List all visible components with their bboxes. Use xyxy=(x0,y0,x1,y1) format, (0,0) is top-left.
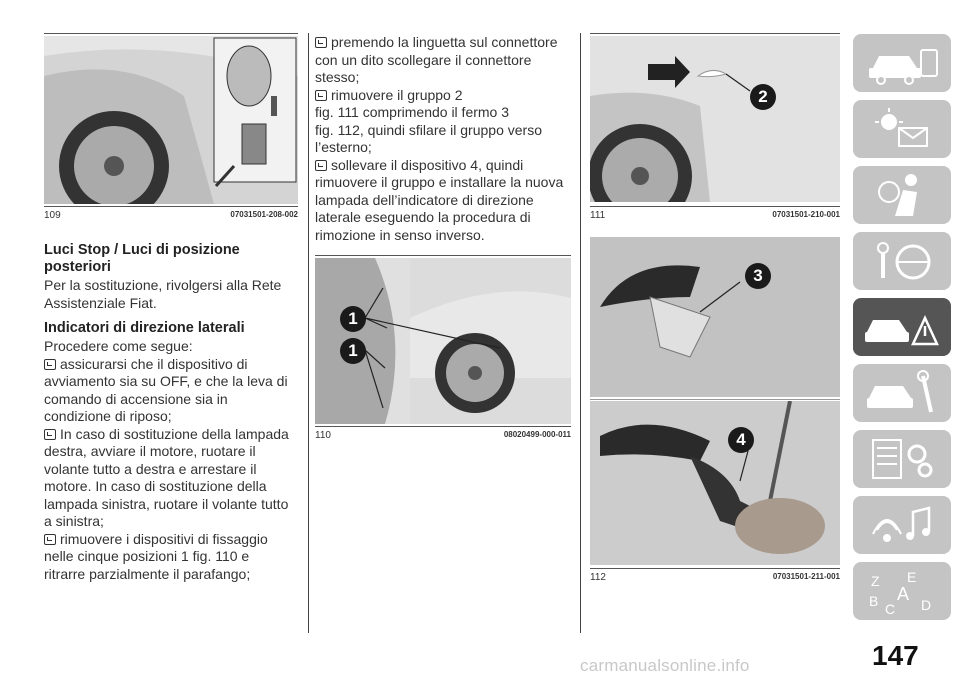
callout-2: 2 xyxy=(750,84,776,110)
watermark: carmanualsonline.info xyxy=(580,656,750,675)
column-divider xyxy=(308,33,309,633)
callout-1a: 1 xyxy=(340,306,366,332)
figure-109-rule xyxy=(44,206,298,207)
top-rule xyxy=(44,33,298,34)
figure-112-image-bottom xyxy=(590,401,840,565)
tab-warning-lights[interactable] xyxy=(853,100,951,158)
figure-111-caption: 111 07031501-210-001 xyxy=(590,210,840,221)
tab-key-steering[interactable] xyxy=(853,232,951,290)
svg-text:C: C xyxy=(885,601,895,616)
figure-number: 112 xyxy=(590,572,606,583)
figure-110-caption: 110 08020499-000-011 xyxy=(315,430,571,441)
multimedia-icon xyxy=(872,506,931,542)
svg-text:Z: Z xyxy=(871,573,880,589)
index-icon: Z E B A C D xyxy=(869,569,931,616)
checkbox-bullet-icon xyxy=(315,89,327,101)
tab-maintenance[interactable] xyxy=(853,364,951,422)
figure-112-rule xyxy=(590,568,840,569)
svg-text:B: B xyxy=(869,593,878,609)
page-number: 147 xyxy=(872,640,919,671)
figure-code: 08020499-000-011 xyxy=(503,430,571,439)
bullet-item: rimuovere il gruppo 2 xyxy=(315,87,577,105)
checkbox-bullet-icon xyxy=(315,159,327,171)
bullet-item: assicurarsi che il dispositivo di xyxy=(44,356,306,374)
bullet-item: In caso di sostituzione della lampada xyxy=(44,426,306,444)
section-heading-turn-signals: Indicatori di direzione laterali xyxy=(44,320,245,336)
figure-109-caption: 109 07031501-208-002 xyxy=(44,210,298,221)
tab-car-dashboard[interactable] xyxy=(853,34,951,92)
checkbox-bullet-icon xyxy=(44,428,56,440)
section-body-turn-signals: Procedere come segue: assicurarsi che il… xyxy=(44,338,306,583)
checkbox-bullet-icon xyxy=(44,358,56,370)
technical-data-icon xyxy=(872,439,933,479)
tab-emergency[interactable] xyxy=(853,298,951,356)
tab-index[interactable]: Z E B A C D xyxy=(853,562,951,620)
callout-4: 4 xyxy=(728,427,754,453)
figure-number: 111 xyxy=(590,210,606,221)
svg-text:E: E xyxy=(907,569,916,585)
figure-110-rule xyxy=(315,426,571,427)
figure-code: 07031501-210-001 xyxy=(772,210,840,219)
key-steering-icon xyxy=(877,242,931,280)
emergency-icon xyxy=(865,315,939,346)
svg-text:D: D xyxy=(921,597,931,613)
callout-1b: 1 xyxy=(340,338,366,364)
section-body-stop-lights: Per la sostituzione, rivolgersi alla Ret… xyxy=(44,277,282,311)
figure-112-caption: 112 07031501-211-001 xyxy=(590,572,840,583)
tab-technical-data[interactable] xyxy=(853,430,951,488)
tab-multimedia[interactable] xyxy=(853,496,951,554)
maintenance-icon xyxy=(867,370,933,413)
svg-text:A: A xyxy=(897,584,909,604)
column-divider xyxy=(580,33,581,633)
bullet-item: rimuovere i dispositivi di fissaggio xyxy=(44,531,306,549)
figure-111-top-rule xyxy=(590,33,840,34)
section-heading-stop-lights: Luci Stop / Luci di posizione posteriori xyxy=(44,242,240,275)
figure-112-image-top xyxy=(590,237,840,397)
callout-3: 3 xyxy=(745,263,771,289)
figure-111-rule xyxy=(590,206,840,207)
checkbox-bullet-icon xyxy=(44,533,56,545)
checkbox-bullet-icon xyxy=(315,37,327,48)
figure-code: 07031501-208-002 xyxy=(230,210,298,219)
figure-109-image xyxy=(44,36,298,204)
bullet-item: premendo la linguetta sul connettore xyxy=(315,34,577,52)
car-dashboard-icon xyxy=(869,49,938,85)
figure-number: 110 xyxy=(315,430,331,441)
bullet-item: sollevare il dispositivo 4, quindi xyxy=(315,157,577,175)
tab-airbag-safety[interactable] xyxy=(853,166,951,224)
warning-lights-icon xyxy=(875,108,928,147)
figure-110-top-rule xyxy=(315,255,571,256)
figure-112-divider xyxy=(590,399,840,400)
figure-111-image xyxy=(590,36,840,202)
figure-code: 07031501-211-001 xyxy=(772,572,840,581)
airbag-safety-icon xyxy=(878,174,917,216)
column2-body: premendo la linguetta sul connettore con… xyxy=(315,34,577,244)
figure-number: 109 xyxy=(44,210,61,221)
